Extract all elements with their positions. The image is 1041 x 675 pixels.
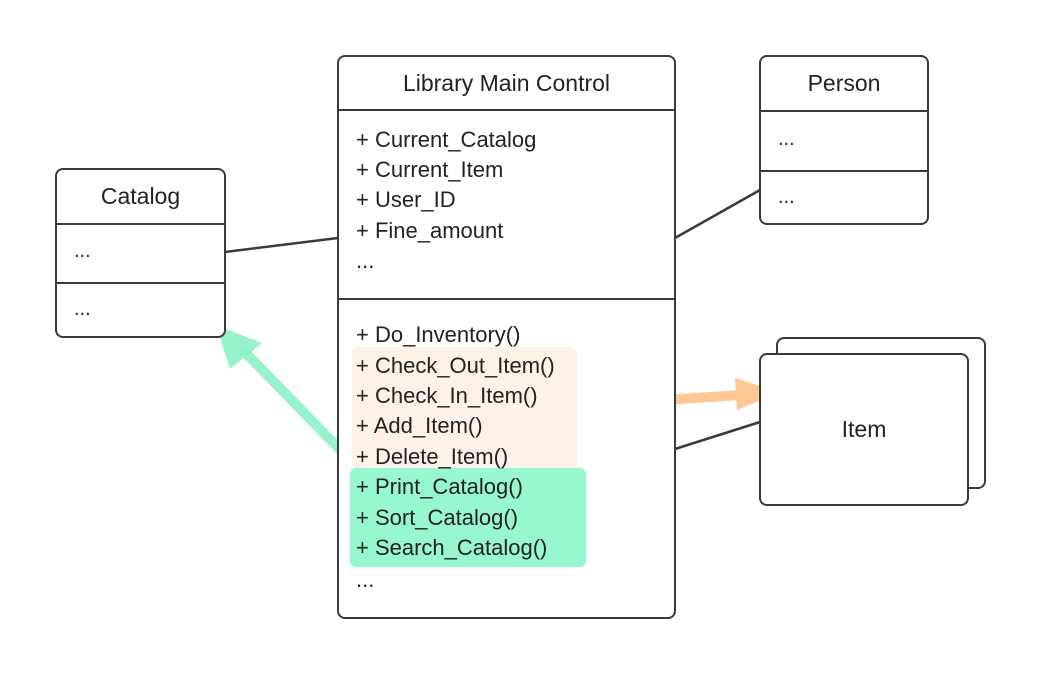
- method-add-item: + Add_Item(): [356, 413, 483, 438]
- person-attributes-ellipsis: ...: [778, 128, 795, 150]
- person-methods-section: ...: [761, 170, 927, 222]
- item-class: Item: [759, 353, 969, 506]
- green-arrow: [216, 325, 359, 469]
- library-item-connector: [674, 420, 761, 451]
- person-attributes-section: ...: [761, 112, 927, 170]
- method-sort-catalog: + Sort_Catalog(): [356, 505, 519, 530]
- library-title: Library Main Control: [339, 57, 674, 111]
- method-do-inventory: + Do_Inventory(): [356, 322, 521, 347]
- library-person-connector: [674, 188, 761, 240]
- library-attributes-section: + Current_Catalog + Current_Item + User_…: [339, 111, 674, 298]
- attribute-user-id: + User_ID: [356, 187, 456, 212]
- catalog-class: Catalog ... ...: [55, 168, 226, 338]
- catalog-attributes-section: ...: [57, 225, 224, 282]
- attributes-ellipsis: ...: [356, 248, 375, 273]
- catalog-library-connector: [224, 236, 339, 254]
- person-class: Person ... ...: [759, 55, 929, 225]
- catalog-attributes-ellipsis: ...: [74, 240, 91, 262]
- catalog-methods-ellipsis: ...: [74, 298, 91, 320]
- methods-ellipsis: ...: [356, 567, 375, 592]
- person-methods-ellipsis: ...: [778, 186, 795, 208]
- catalog-methods-highlight: [350, 468, 586, 567]
- method-delete-item: + Delete_Item(): [356, 444, 509, 469]
- attribute-current-catalog: + Current_Catalog: [356, 127, 537, 152]
- person-title: Person: [761, 57, 927, 112]
- catalog-title: Catalog: [57, 170, 224, 225]
- catalog-methods-section: ...: [57, 282, 224, 335]
- method-check-in-item: + Check_In_Item(): [356, 383, 538, 408]
- item-methods-highlight: [352, 347, 577, 469]
- library-main-control-class: Library Main Control + Current_Catalog +…: [337, 55, 676, 619]
- method-print-catalog: + Print_Catalog(): [356, 474, 523, 499]
- attribute-current-item: + Current_Item: [356, 157, 504, 182]
- library-methods-section: + Do_Inventory() + Check_Out_Item() + Ch…: [339, 298, 674, 617]
- method-check-out-item: + Check_Out_Item(): [356, 353, 555, 378]
- attribute-fine-amount: + Fine_amount: [356, 218, 504, 243]
- method-search-catalog: + Search_Catalog(): [356, 535, 548, 560]
